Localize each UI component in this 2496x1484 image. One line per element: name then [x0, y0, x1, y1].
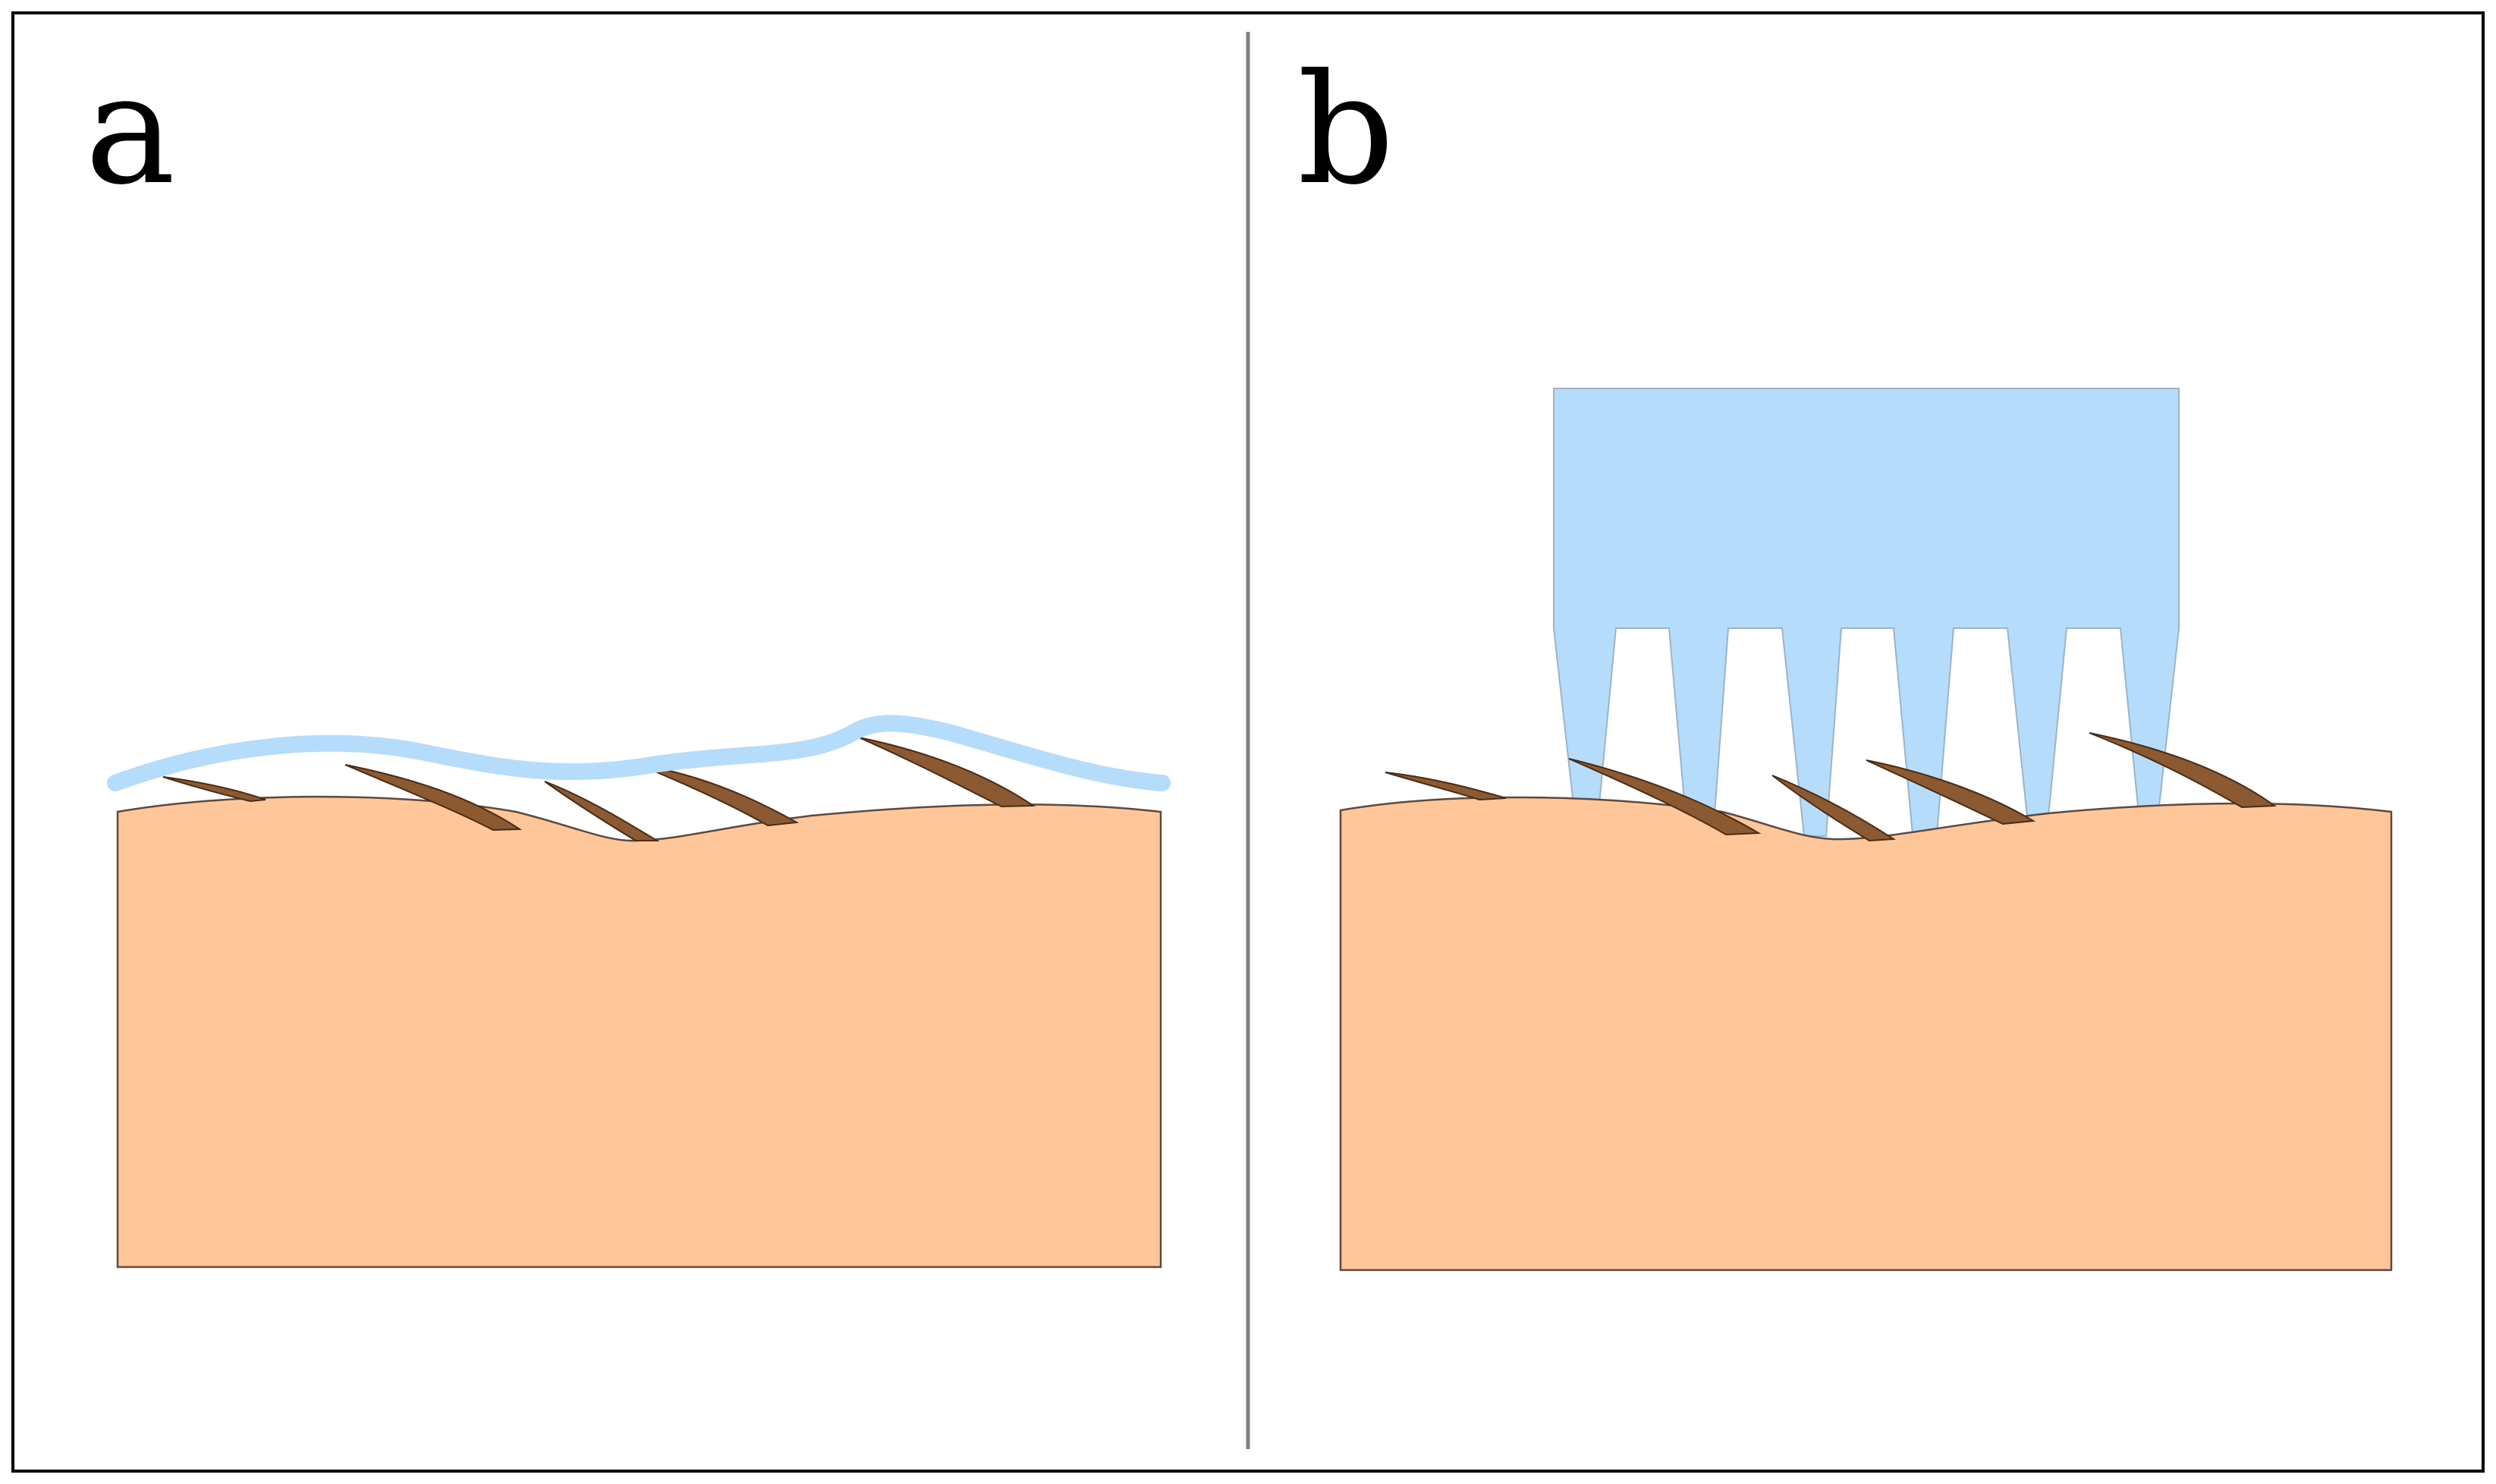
panel-a: a — [85, 42, 1171, 1269]
panel-b-hair-1 — [1385, 772, 1507, 801]
panel-b-skin — [1339, 796, 2393, 1272]
panel-a-hair-2 — [344, 764, 523, 832]
panel-a-film — [107, 715, 1171, 791]
panel-a-hair-3 — [544, 781, 660, 841]
panel-b-hair-5 — [2089, 732, 2277, 809]
panel-a-label: a — [85, 42, 175, 219]
panel-a-hair-1 — [162, 776, 266, 803]
panel-b-label: b — [1297, 42, 1394, 219]
panel-b-hair-4 — [1866, 759, 2036, 825]
panel-b: b — [1297, 42, 2393, 1272]
panel-b-hair-3 — [1771, 775, 1897, 842]
panel-a-skin — [116, 795, 1162, 1269]
panel-b-hair-2 — [1568, 758, 1762, 836]
